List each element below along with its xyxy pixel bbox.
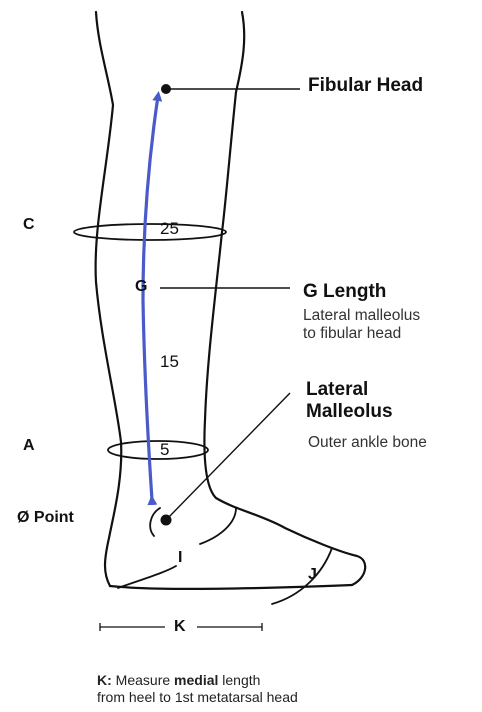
lateral-malleolus-label-2: Malleolus (306, 401, 393, 423)
i-measure-arc-lower (118, 566, 176, 588)
k-label: K (174, 618, 186, 636)
g-length-arrow (143, 96, 158, 500)
c-value: 25 (160, 219, 179, 239)
foot-sole (110, 585, 352, 589)
k-note-prefix: K: (97, 672, 112, 688)
i-measure-arc (200, 508, 236, 544)
leg-outline-back (96, 12, 122, 586)
a-label: A (23, 437, 35, 455)
malleolus-bump (150, 508, 160, 536)
g-length-label: G Length (303, 281, 386, 303)
i-label: I (178, 549, 182, 567)
lateral-malleolus-label-1: Lateral (306, 379, 368, 401)
lateral-malleolus-desc: Outer ankle bone (308, 434, 427, 452)
k-note-line-1: K: Measure medial length (97, 672, 260, 689)
k-note-emphasis: medial (174, 672, 218, 688)
g-desc-line-2: to fibular head (303, 325, 401, 343)
a-circumference (108, 441, 208, 459)
g-label: G (135, 278, 147, 296)
g-desc-line-1: Lateral malleolus (303, 307, 420, 325)
k-note-text-c: length (218, 672, 260, 688)
j-measure-arc (272, 548, 332, 604)
k-note-line-2: from heel to 1st metatarsal head (97, 689, 298, 706)
fibular-head-label: Fibular Head (308, 75, 423, 97)
lateral-malleolus-leader (166, 393, 290, 520)
k-note-text-a: Measure (112, 672, 174, 688)
a-value: 5 (160, 440, 169, 460)
zero-point-label: Ø Point (17, 509, 74, 527)
g-value: 15 (160, 352, 179, 372)
j-label: J (308, 566, 317, 584)
c-label: C (23, 216, 35, 234)
